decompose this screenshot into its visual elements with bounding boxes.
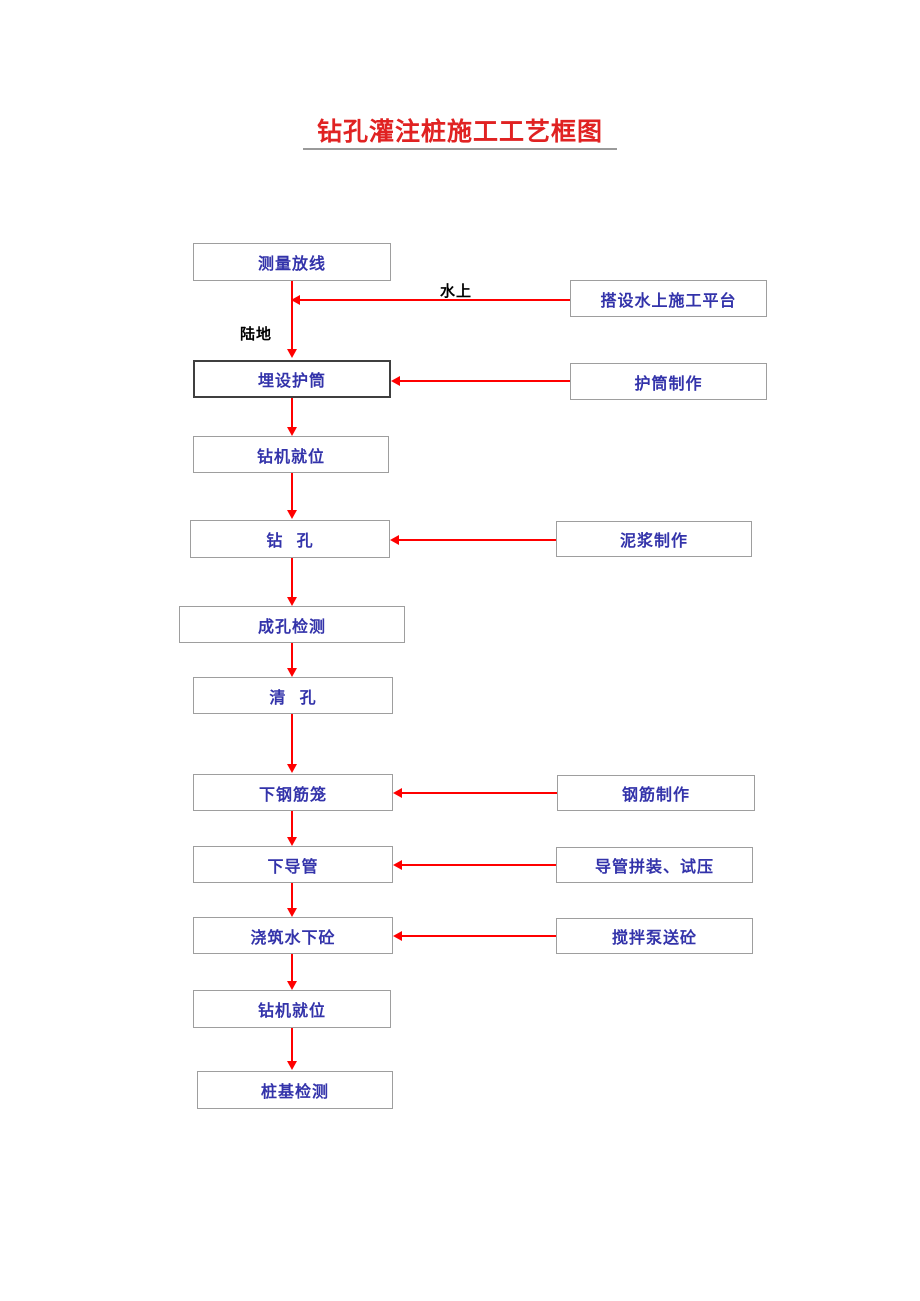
- arrowhead-casing-fabrication: [391, 376, 400, 386]
- arrowhead-rebar-fabrication: [393, 788, 402, 798]
- node-lower-rebar-cage[interactable]: 下钢筋笼: [193, 774, 393, 811]
- edge-label-water: 水上: [440, 282, 473, 300]
- node-hole-inspection[interactable]: 成孔检测: [179, 606, 405, 643]
- connector-n6-to-n7: [291, 714, 293, 765]
- arrowhead-to-pile-foundation-test: [287, 1061, 297, 1070]
- arrowhead-to-lower-tremie-pipe: [287, 837, 297, 846]
- node-casing-fabrication[interactable]: 护筒制作: [570, 363, 767, 400]
- arrowhead-to-hole-cleaning: [287, 668, 297, 677]
- page-title: 钻孔灌注桩施工工艺框图: [316, 117, 603, 146]
- arrowhead-mix-pump-concrete: [393, 931, 402, 941]
- connector-rebar-to-node: [402, 792, 557, 794]
- node-rig-positioning-2[interactable]: 钻机就位: [193, 990, 391, 1028]
- arrowhead-to-rig-positioning-1: [287, 427, 297, 436]
- node-drilling[interactable]: 钻 孔: [190, 520, 390, 558]
- connector-slurry-to-node: [399, 539, 556, 541]
- connector-n1-to-n2-lower: [291, 300, 293, 350]
- connector-n2-to-n3: [291, 398, 293, 428]
- arrowhead-tremie-assembly: [393, 860, 402, 870]
- node-rebar-fabrication[interactable]: 钢筋制作: [557, 775, 755, 811]
- connector-tremie-assembly-to-node: [402, 864, 556, 866]
- node-rig-positioning-1[interactable]: 钻机就位: [193, 436, 389, 473]
- edge-label-land: 陆地: [240, 325, 273, 343]
- connector-n8-to-n9: [291, 883, 293, 910]
- node-pile-foundation-test[interactable]: 桩基检测: [197, 1071, 393, 1109]
- arrowhead-water-platform-merge: [291, 295, 300, 305]
- node-embed-casing[interactable]: 埋设护筒: [193, 360, 391, 398]
- connector-n4-to-n5: [291, 558, 293, 598]
- node-hole-cleaning[interactable]: 清 孔: [193, 677, 393, 714]
- connector-n10-to-n11: [291, 1028, 293, 1062]
- connector-n7-to-n8: [291, 811, 293, 838]
- arrowhead-to-rig-positioning-2: [287, 981, 297, 990]
- node-slurry-preparation[interactable]: 泥浆制作: [556, 521, 752, 557]
- connector-water-platform-to-chain: [300, 299, 570, 301]
- arrowhead-to-underwater-concrete-pour: [287, 908, 297, 917]
- node-lower-tremie-pipe[interactable]: 下导管: [193, 846, 393, 883]
- connector-n5-to-n6: [291, 643, 293, 669]
- node-tremie-assembly-test[interactable]: 导管拼装、试压: [556, 847, 753, 883]
- arrowhead-slurry-preparation: [390, 535, 399, 545]
- arrowhead-to-lower-rebar-cage: [287, 764, 297, 773]
- arrowhead-to-embed-casing: [287, 349, 297, 358]
- node-build-water-platform[interactable]: 搭设水上施工平台: [570, 280, 767, 317]
- connector-casing-fabrication-to-node: [400, 380, 570, 382]
- connector-n3-to-n4: [291, 473, 293, 511]
- title-underline: [303, 148, 617, 150]
- connector-n1-to-n2-upper: [291, 281, 293, 300]
- connector-mix-pump-to-node: [402, 935, 556, 937]
- connector-n9-to-n10: [291, 954, 293, 982]
- arrowhead-to-drilling: [287, 510, 297, 519]
- arrowhead-to-hole-inspection: [287, 597, 297, 606]
- node-measure-layout[interactable]: 测量放线: [193, 243, 391, 281]
- node-mix-pump-concrete[interactable]: 搅拌泵送砼: [556, 918, 753, 954]
- node-underwater-concrete-pour[interactable]: 浇筑水下砼: [193, 917, 393, 954]
